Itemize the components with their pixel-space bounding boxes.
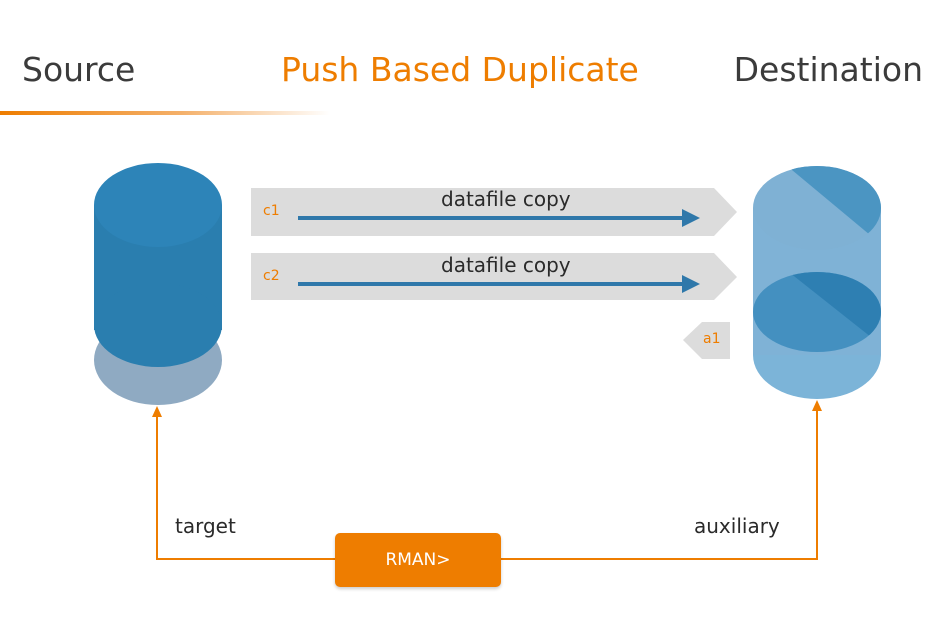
source-database-icon bbox=[94, 163, 222, 405]
channel-band-c1 bbox=[251, 188, 737, 236]
page-title: Push Based Duplicate bbox=[281, 50, 639, 89]
channel-label-c1: c1 bbox=[263, 203, 280, 219]
auxiliary-label: auxiliary bbox=[694, 514, 780, 538]
title-underline bbox=[0, 111, 330, 115]
channel-label-a1: a1 bbox=[703, 331, 721, 347]
channel-band-c2 bbox=[251, 253, 737, 300]
channel-label-c2: c2 bbox=[263, 268, 280, 284]
rman-button[interactable]: RMAN> bbox=[335, 533, 501, 587]
rman-connector bbox=[152, 400, 822, 560]
datafile-copy-label-c2: datafile copy bbox=[441, 253, 571, 277]
source-heading: Source bbox=[22, 50, 136, 89]
destination-heading: Destination bbox=[733, 50, 923, 89]
copy-arrow-c1 bbox=[298, 209, 700, 227]
target-label: target bbox=[175, 514, 236, 538]
destination-database-icon bbox=[753, 166, 881, 399]
copy-arrow-c2 bbox=[298, 275, 700, 293]
channel-band-a1 bbox=[683, 322, 730, 359]
datafile-copy-label-c1: datafile copy bbox=[441, 187, 571, 211]
